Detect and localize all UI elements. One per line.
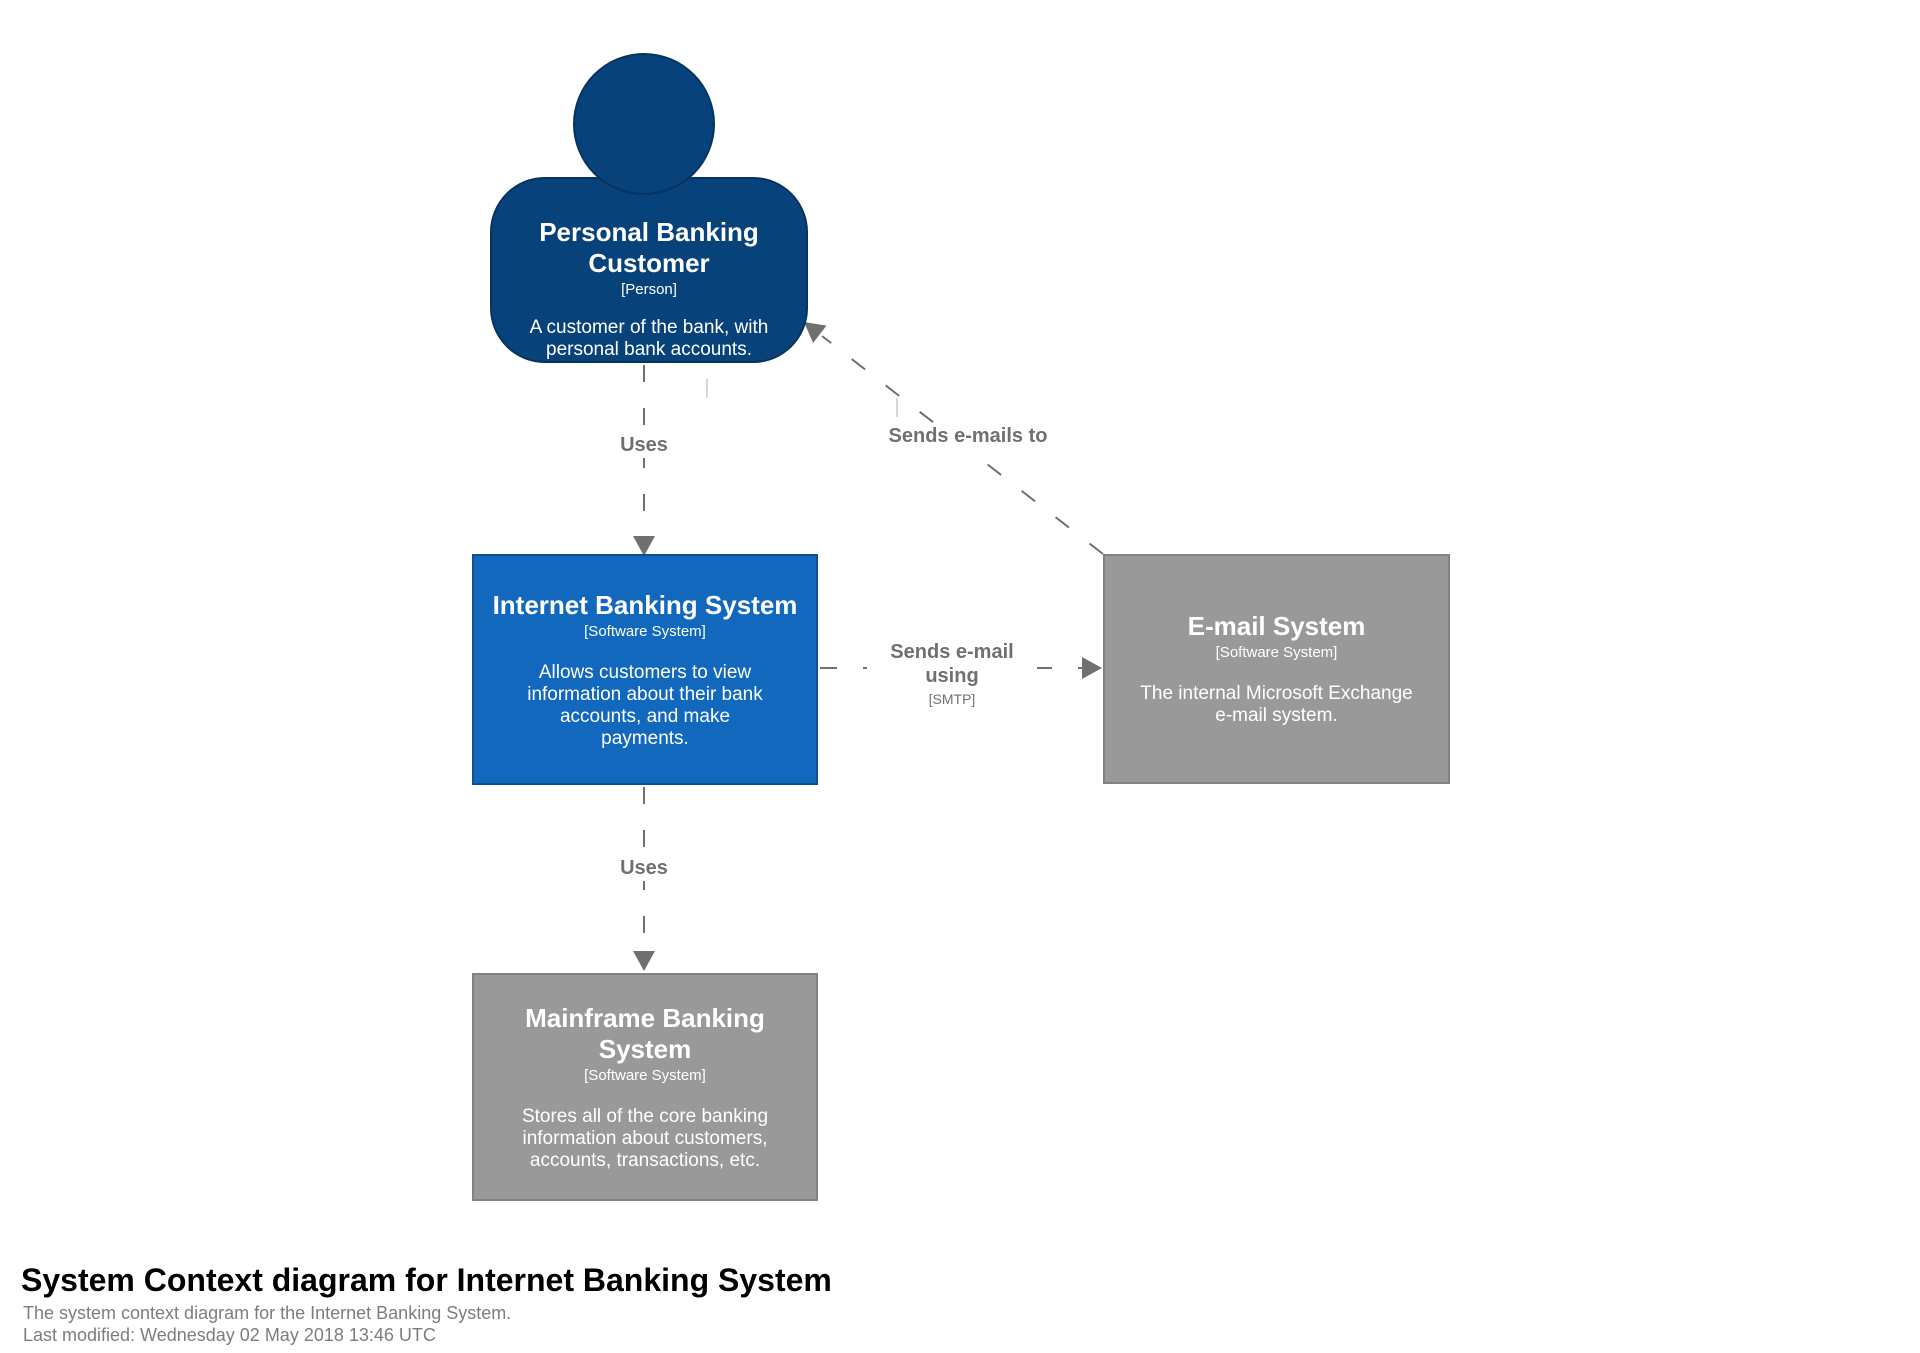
arrowhead-up-to-person [804, 322, 827, 343]
email-system-name: E-mail System [1187, 611, 1366, 641]
relationship-label-ibs-uses-mainframe: Uses [606, 855, 682, 881]
email-system-meta: [Software System] [1215, 644, 1338, 661]
relationship-technology-smtp: [SMTP] [928, 691, 976, 707]
internet-banking-system-meta: [Software System] [584, 622, 706, 640]
mainframe-banking-system-meta: [Software System] [584, 1066, 706, 1084]
mainframe-banking-system-name: Mainframe Banking System [525, 1002, 765, 1064]
email-system-description: The internal Microsoft Exchange e-mail s… [1140, 683, 1413, 726]
mainframe-banking-system-description: Stores all of the core banking informati… [521, 1105, 769, 1171]
person-arm-right [896, 398, 898, 417]
relationship-label-email-sends-to-person: Sends e-mails to [878, 423, 1058, 449]
diagram-last-modified: Last modified: Wednesday 02 May 2018 13:… [23, 1325, 436, 1345]
internet-banking-system-node[interactable]: Internet Banking System [Software System… [472, 554, 818, 785]
arrowhead-down-to-ibs [633, 536, 655, 556]
person-body: Personal Banking Customer [Person] A cus… [490, 177, 898, 417]
person-node[interactable]: Personal Banking Customer [Person] A cus… [490, 53, 898, 417]
relationship-label-person-uses-ibs: Uses [606, 432, 682, 458]
email-system-node[interactable]: E-mail System [Software System] The inte… [1103, 554, 1450, 784]
diagram-title: System Context diagram for Internet Bank… [21, 1262, 832, 1298]
internet-banking-system-name: Internet Banking System [492, 589, 798, 620]
relationship-label-ibs-sends-email-text: Sends e-mail using [890, 641, 1014, 687]
person-meta: [Person] [621, 281, 677, 298]
arrowhead-down-to-mainframe [633, 951, 655, 971]
ibs-uses-mainframe-connector [633, 787, 655, 971]
person-head-icon [573, 53, 715, 195]
person-description: A customer of the bank, with personal ba… [529, 317, 769, 360]
person-uses-ibs-connector [633, 365, 655, 556]
internet-banking-system-description: Allows customers to view information abo… [527, 661, 763, 749]
person-arm-left [706, 379, 708, 398]
arrowhead-right-to-email [1082, 657, 1102, 679]
diagram-subtitle: The system context diagram for the Inter… [23, 1303, 512, 1323]
person-name: Personal Banking Customer [539, 217, 759, 278]
mainframe-banking-system-node[interactable]: Mainframe Banking System [Software Syste… [472, 973, 818, 1201]
relationship-label-ibs-sends-email: Sends e-mail using [SMTP] [867, 639, 1037, 709]
